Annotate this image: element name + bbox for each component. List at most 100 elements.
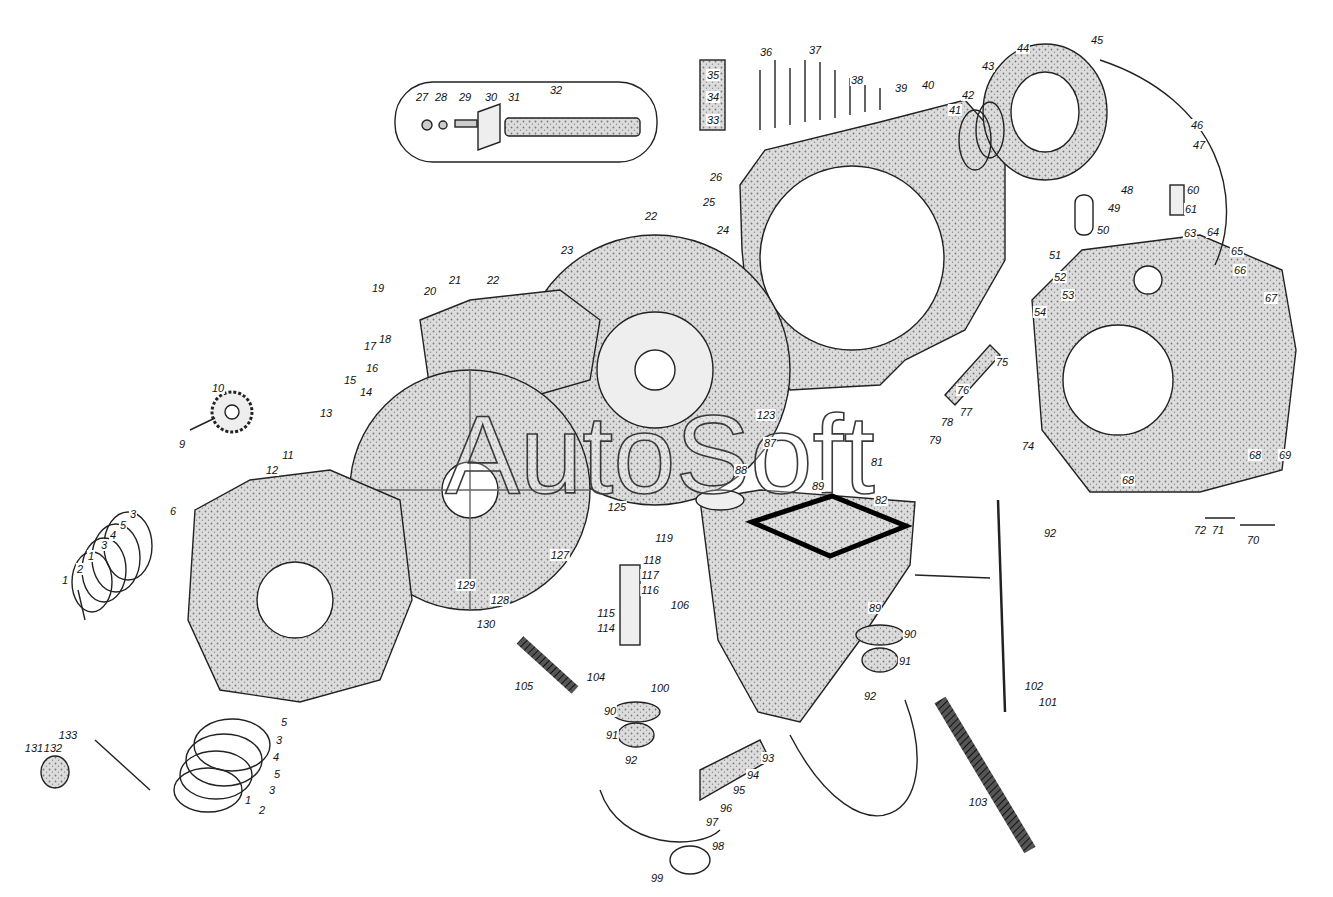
callout-number: 100 [650,682,670,694]
callout-number: 10 [211,382,225,394]
callout-number: 77 [959,406,973,418]
callout-number: 98 [711,840,725,852]
callout-number: 119 [654,532,674,544]
callout-number: 81 [870,456,884,468]
callout-number: 4 [272,751,280,763]
callout-number: 65 [1230,245,1244,257]
callout-number: 37 [808,44,822,56]
callout-number: 70 [1246,534,1260,546]
callout-number: 93 [761,752,775,764]
callout-number: 11 [281,449,294,461]
callout-number: 88 [734,464,748,476]
callout-number: 90 [603,705,617,717]
callout-number: 3 [275,734,283,746]
callout-number: 117 [640,569,660,581]
callout-number: 51 [1048,249,1062,261]
callout-number: 71 [1211,524,1225,536]
callout-number: 43 [981,60,995,72]
callout-number: 38 [850,74,864,86]
callout-number: 15 [343,374,357,386]
callout-number: 125 [607,501,627,513]
callout-number: 60 [1186,184,1200,196]
callout-number: 46 [1190,119,1204,131]
callout-number: 22 [644,210,658,222]
callout-number: 1 [87,550,95,562]
callout-number: 131 [24,742,44,754]
callout-number: 114 [596,622,616,634]
callout-number: 63 [1183,227,1197,239]
callout-number: 132 [43,742,63,754]
callout-number: 42 [961,89,975,101]
callout-number: 96 [719,802,733,814]
callout-number: 50 [1096,224,1110,236]
watermark: AutoSoft [445,395,875,515]
callout-number: 92 [863,690,877,702]
callout-number: 3 [129,508,137,520]
callout-number: 6 [169,505,177,517]
callout-number: 30 [484,91,498,103]
callout-number: 72 [1193,524,1207,536]
callout-number: 4 [109,529,117,541]
callout-number: 66 [1233,264,1247,276]
callout-number: 92 [1043,527,1057,539]
callout-number: 41 [948,104,962,116]
callout-number: 89 [868,602,882,614]
callout-number: 19 [371,282,385,294]
callout-number: 67 [1264,292,1278,304]
callout-number: 16 [365,362,379,374]
callout-number: 75 [995,356,1009,368]
callout-number: 17 [363,340,377,352]
callout-number: 49 [1107,202,1121,214]
callout-number: 99 [650,872,664,884]
callout-number: 12 [265,464,279,476]
callout-number: 2 [76,563,84,575]
callout-number: 1 [61,574,69,586]
callout-number: 97 [705,816,719,828]
callout-number: 34 [706,91,720,103]
callout-number: 128 [490,594,510,606]
callout-number: 32 [549,84,563,96]
callout-number: 5 [119,519,127,531]
callout-number: 92 [624,754,638,766]
callout-number: 68 [1121,474,1135,486]
callout-number: 47 [1192,139,1206,151]
callout-number: 130 [476,618,496,630]
callout-number: 91 [605,729,619,741]
callout-number: 5 [280,716,288,728]
callout-number: 82 [874,494,888,506]
callout-number: 21 [448,274,462,286]
callout-number: 101 [1038,696,1058,708]
callout-number: 64 [1206,226,1220,238]
callout-number: 13 [319,407,333,419]
callout-number: 118 [642,554,662,566]
callout-number: 33 [706,114,720,126]
callout-number: 54 [1033,306,1047,318]
callout-number: 24 [716,224,730,236]
callout-number: 40 [921,79,935,91]
callout-number: 27 [415,91,429,103]
callout-number: 44 [1016,42,1030,54]
callout-number: 94 [746,769,760,781]
callout-number: 53 [1061,289,1075,301]
callout-number: 3 [268,784,276,796]
callout-number: 20 [423,285,437,297]
callout-number: 127 [550,549,570,561]
callout-number: 133 [58,729,78,741]
callout-number: 78 [940,416,954,428]
callout-number: 76 [956,384,970,396]
callout-number: 90 [903,628,917,640]
callout-number: 28 [434,91,448,103]
callout-number: 91 [898,655,912,667]
callout-number: 3 [100,539,108,551]
callout-number: 69 [1278,449,1292,461]
callout-number: 22 [486,274,500,286]
callout-number: 45 [1090,34,1104,46]
callout-number: 74 [1021,440,1035,452]
callout-number: 87 [763,437,777,449]
callout-number: 116 [640,584,660,596]
callout-number: 2 [258,804,266,816]
callout-number: 29 [458,91,472,103]
callout-number: 5 [273,768,281,780]
